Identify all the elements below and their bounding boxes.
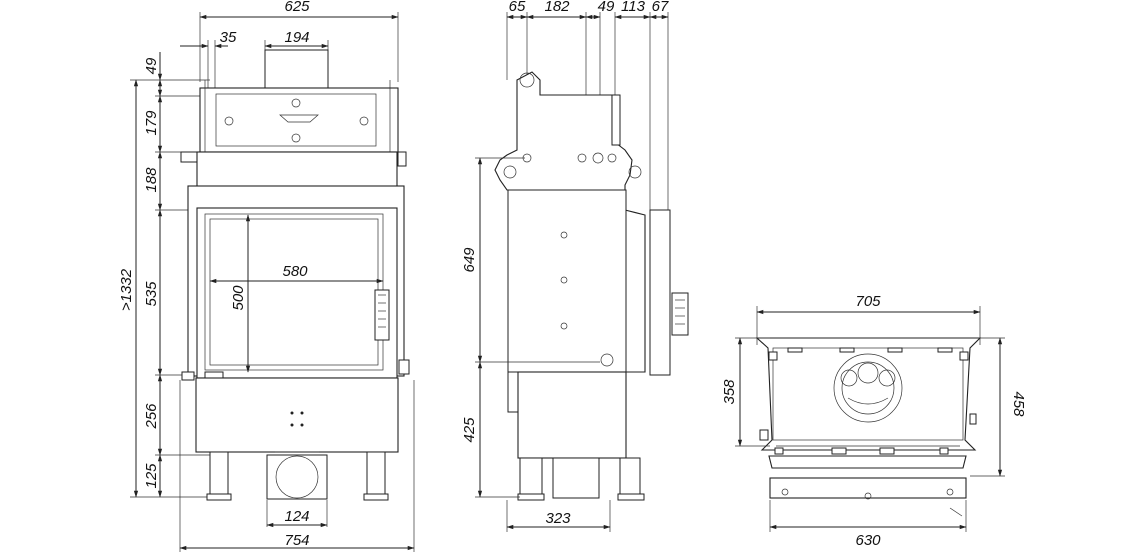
dim-front-glass-width: 580 (282, 263, 308, 280)
dim-side-upper-height: 649 (461, 247, 478, 273)
dim-front-top-width: 625 (284, 0, 310, 15)
dim-front-height-1: 49 (143, 57, 160, 74)
plan-view: 705 358 458 630 (721, 293, 1027, 549)
dim-plan-total-depth: 458 (1010, 391, 1027, 417)
dim-side-top-1: 65 (509, 0, 526, 15)
dim-front-left-offset: 35 (220, 29, 237, 46)
dim-front-total-height: >1332 (118, 268, 135, 311)
dim-front-height-6: 125 (143, 463, 160, 489)
dim-plan-base-width: 630 (855, 532, 881, 549)
dim-side-base-width: 323 (545, 510, 571, 527)
dim-front-flue-width: 194 (284, 29, 309, 46)
dim-side-top-2: 182 (544, 0, 570, 15)
dim-plan-top-width: 705 (855, 293, 881, 310)
dim-side-top-4: 113 (621, 0, 646, 15)
dim-side-lower-height: 425 (461, 417, 478, 443)
dim-front-height-2: 179 (143, 110, 160, 136)
front-view: 625 35 194 49 179 188 535 256 125 >1332 … (118, 0, 415, 552)
dim-plan-inner-depth: 358 (721, 379, 738, 405)
dim-front-height-3: 188 (143, 167, 160, 193)
dim-side-top-3: 49 (598, 0, 615, 15)
dim-front-glass-height: 500 (230, 285, 247, 311)
dim-front-outlet-width: 124 (284, 508, 309, 525)
dim-front-total-width: 754 (284, 532, 309, 549)
side-view: 65 182 49 113 67 649 425 323 (461, 0, 689, 532)
dim-side-top-5: 67 (652, 0, 669, 15)
dim-front-height-5: 256 (143, 403, 160, 430)
dim-front-height-4: 535 (143, 281, 160, 307)
